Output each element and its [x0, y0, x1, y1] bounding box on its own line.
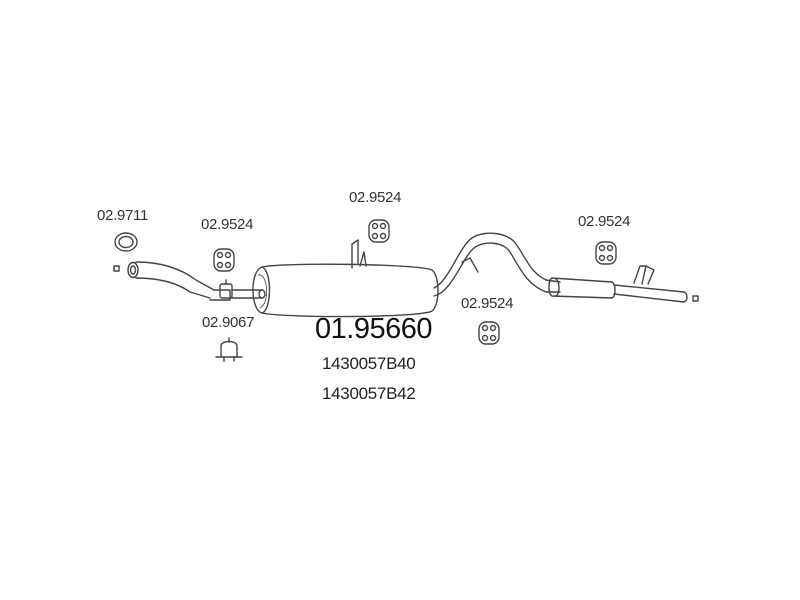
gasket-code-label: 02.9711: [97, 207, 149, 224]
hanger-right-part: [595, 241, 617, 265]
main-part-code: 01.95660: [315, 313, 432, 345]
tail-pipe-part: [433, 232, 699, 303]
hanger-mid-part: [478, 321, 500, 345]
gasket-ring-part: [114, 232, 138, 252]
pipe-clamp-part: [219, 279, 233, 299]
front-pipe-part: [113, 261, 231, 301]
main-silencer-part: [231, 239, 439, 318]
hanger-mid-code-label: 02.9524: [461, 295, 514, 312]
hanger-center-code-label: 02.9524: [349, 189, 402, 206]
hanger-left-code-label: 02.9524: [201, 216, 254, 233]
hanger-left-part: [213, 248, 235, 272]
oem-number-2: 1430057B42: [322, 384, 416, 403]
clamp-part: [215, 337, 243, 362]
hanger-right-code-label: 02.9524: [578, 213, 631, 230]
clamp-code-label: 02.9067: [202, 314, 255, 331]
oem-number-1: 1430057B40: [322, 354, 416, 373]
hanger-center-part: [368, 219, 390, 243]
